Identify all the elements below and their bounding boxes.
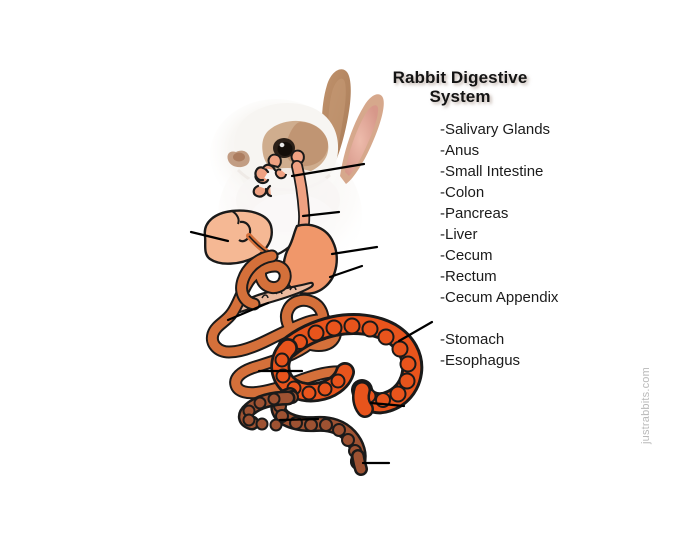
- liver-organ: [203, 209, 273, 265]
- organ-label-pancreas: -Pancreas: [440, 205, 509, 222]
- leader-line-liver: [189, 230, 230, 243]
- leader-line-salivary-glands: [290, 162, 366, 178]
- organ-label-cecum: -Cecum: [440, 247, 493, 264]
- leader-line-esophagus: [301, 210, 341, 218]
- organ-label-stomach: -Stomach: [440, 331, 505, 348]
- stomach-organ: [267, 223, 338, 295]
- salivary-glands-organ: [252, 163, 277, 198]
- organ-label-rectum: -Rectum: [440, 268, 497, 285]
- leader-line-rectum: [278, 417, 320, 422]
- page-title: Rabbit Digestive System: [392, 68, 528, 106]
- organ-label-anus: -Anus: [440, 142, 480, 159]
- organ-label-list-primary: -Salivary Glands -Anus -Small Intestine …: [440, 119, 558, 308]
- organ-label-liver: -Liver: [440, 226, 478, 243]
- leader-line-cecum: [397, 320, 434, 343]
- duodenum-loop: [235, 249, 279, 311]
- cecum-appendix-organ: [352, 381, 374, 418]
- organ-label-small-intestine: -Small Intestine: [440, 163, 544, 180]
- leader-line-stomach: [330, 245, 379, 256]
- organ-label-esophagus: -Esophagus: [440, 352, 521, 369]
- rabbit-ear-right: [340, 94, 384, 184]
- leader-line-cecum-appendix: [369, 401, 406, 408]
- leader-lines: [189, 162, 434, 465]
- rectum-organ: [237, 387, 367, 470]
- leader-line-small-intestine: [328, 264, 364, 279]
- colon-organ: [270, 338, 355, 403]
- organ-label-colon: -Colon: [440, 184, 485, 201]
- small-intestine-organ: [205, 249, 348, 400]
- organ-label-salivary-glands: -Salivary Glands: [440, 121, 551, 138]
- salivary-glands-knobs: [267, 149, 305, 180]
- anus-organ: [351, 449, 368, 476]
- leader-line-pancreas: [226, 301, 270, 322]
- organ-label-cecum-appendix: -Cecum Appendix: [440, 289, 559, 306]
- watermark-text: justrabbits.com: [640, 367, 652, 444]
- organ-label-list-secondary: -Stomach -Esophagus: [440, 329, 520, 371]
